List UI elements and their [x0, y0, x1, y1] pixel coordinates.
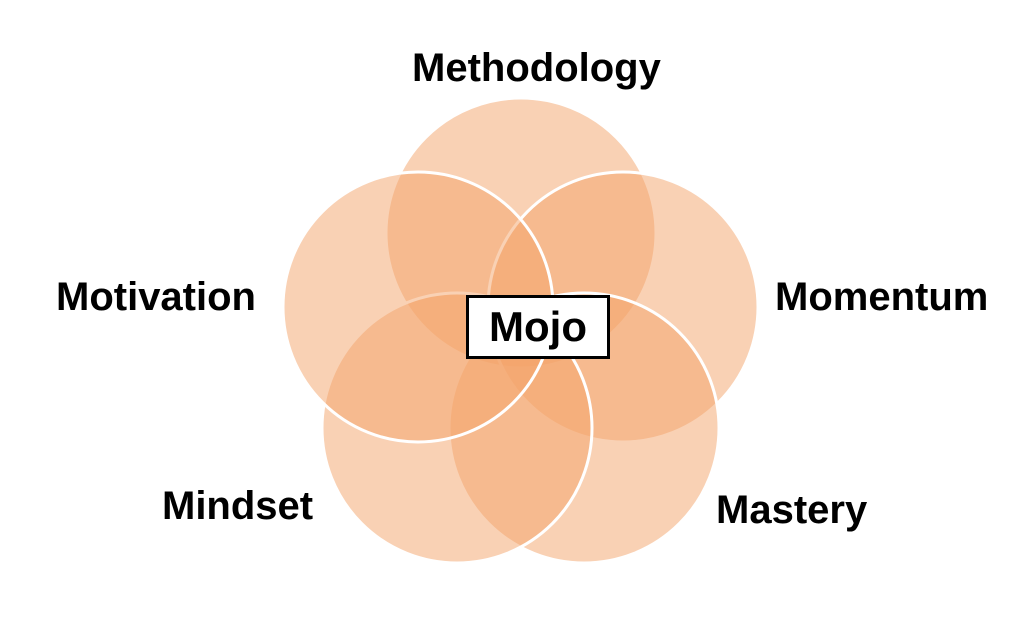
- center-box: Mojo: [466, 295, 610, 359]
- label-motivation: Motivation: [56, 275, 256, 319]
- label-momentum: Momentum: [775, 275, 989, 319]
- label-methodology: Methodology: [412, 46, 661, 90]
- center-label: Mojo: [489, 303, 587, 350]
- label-mastery: Mastery: [716, 488, 868, 532]
- label-mindset: Mindset: [162, 484, 314, 528]
